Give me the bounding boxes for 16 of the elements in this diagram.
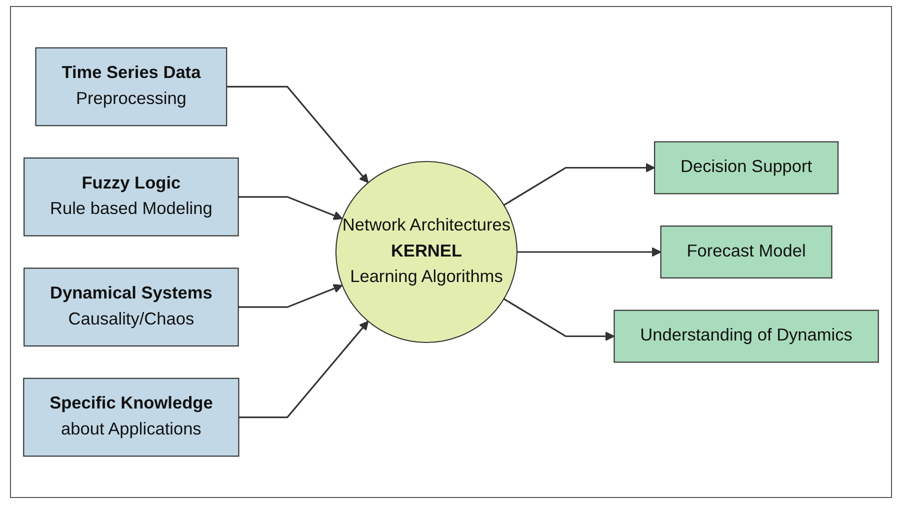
arrow — [226, 86, 369, 184]
node-box — [654, 141, 839, 194]
node-box — [23, 378, 240, 457]
node-box — [24, 157, 239, 236]
arrow — [504, 298, 615, 341]
arrow — [517, 247, 662, 257]
arrow — [238, 284, 343, 308]
node-box — [660, 226, 832, 278]
diagram-frame: Time Series Data Preprocessing Fuzzy Logic Rule based Modeling Dynamical Systems Causality/Chaos Specific Knowledge about Applications Network Architectures KERNEL Learning Algorithms Decision Support Forecast Model Understanding of Dynamics — [10, 6, 892, 498]
node-box — [614, 310, 879, 363]
arrow — [238, 196, 343, 220]
node-box — [24, 268, 239, 347]
arrow — [504, 163, 655, 206]
arrow — [238, 320, 369, 418]
node-box — [35, 47, 228, 126]
node-circle — [335, 160, 518, 344]
